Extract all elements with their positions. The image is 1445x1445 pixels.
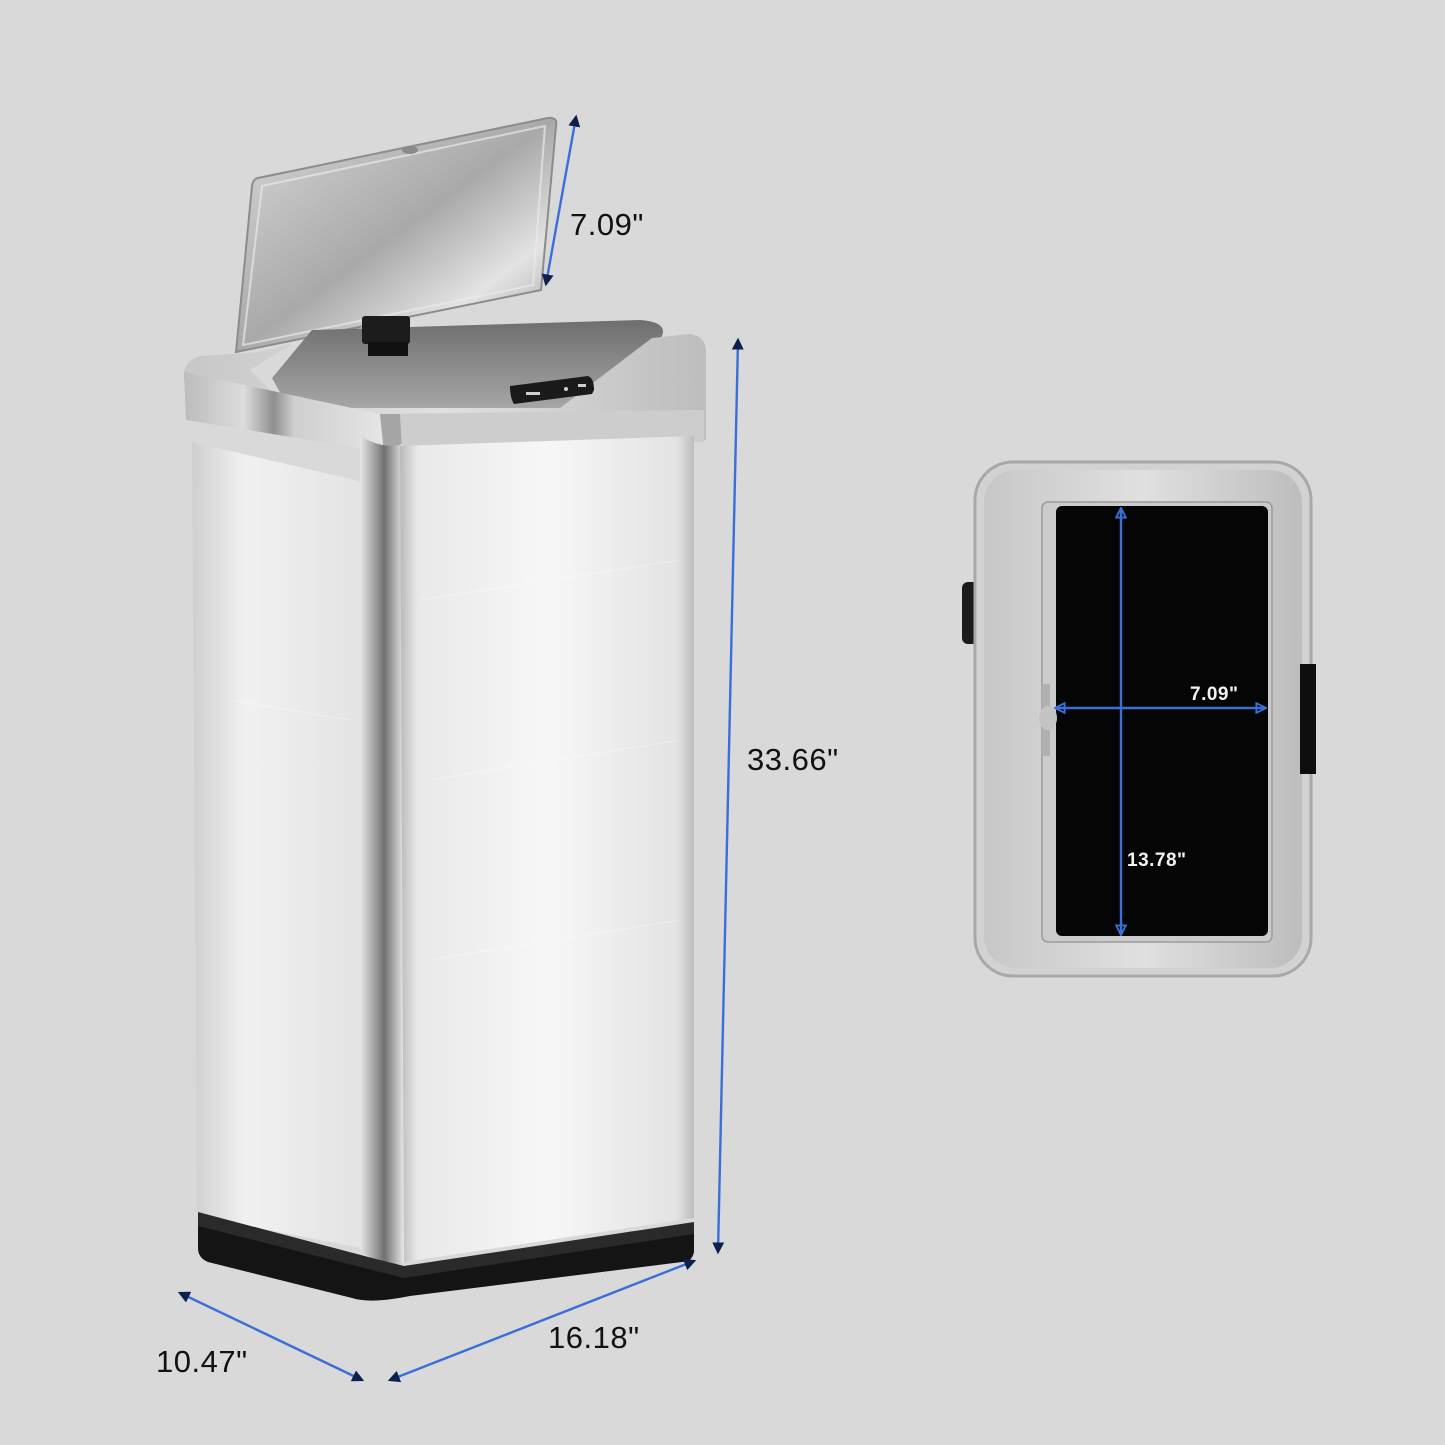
- width-arrow: [387, 1258, 697, 1383]
- top-opening: [1056, 506, 1268, 936]
- trash-can-top-view: [962, 460, 1316, 978]
- opening-length-label: 13.78": [1127, 850, 1187, 871]
- depth-arrow: [177, 1291, 365, 1382]
- dimension-arrows-top: [1055, 508, 1266, 935]
- lid-hinge: [362, 316, 410, 356]
- trash-can-main-view: [184, 116, 706, 1301]
- opening-width-label: 7.09": [1190, 684, 1239, 705]
- lid-height-arrow: [541, 114, 581, 287]
- dimension-arrows-main: [177, 114, 744, 1383]
- lid-height-label: 7.09": [570, 207, 644, 242]
- top-view-sensor-strip: [1300, 664, 1316, 774]
- depth-label: 10.47": [156, 1344, 248, 1379]
- sensor-panel: [510, 376, 594, 404]
- open-lid: [234, 116, 558, 354]
- total-height-label: 33.66": [747, 742, 839, 777]
- width-label: 16.18": [548, 1320, 640, 1355]
- total-height-arrow: [712, 337, 744, 1255]
